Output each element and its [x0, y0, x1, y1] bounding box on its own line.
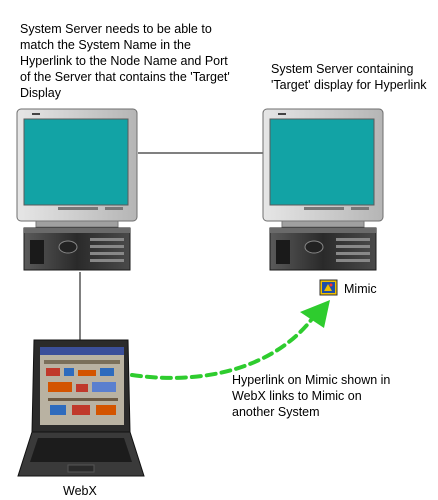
- right-monitor-screen: [269, 118, 375, 206]
- left-server-caption: System Server needs to be able to match …: [20, 22, 230, 100]
- webx-label: WebX: [63, 484, 97, 498]
- left-monitor-screen: [23, 118, 129, 206]
- right-server: [262, 108, 384, 271]
- mimic-label: Mimic: [344, 282, 377, 296]
- right-server-caption: System Server containing 'Target' displa…: [271, 62, 427, 92]
- hyperlink-arrowhead: [300, 300, 330, 328]
- left-server: [16, 108, 138, 271]
- right-monitor: [262, 108, 384, 228]
- hyperlink-caption: Hyperlink on Mimic shown in WebX links t…: [232, 373, 391, 419]
- left-monitor: [16, 108, 138, 228]
- right-tower: [269, 227, 377, 271]
- left-tower: [23, 227, 131, 271]
- hyperlink-arrow: [130, 313, 317, 380]
- laptop: [17, 339, 145, 477]
- mimic-icon: [319, 279, 338, 296]
